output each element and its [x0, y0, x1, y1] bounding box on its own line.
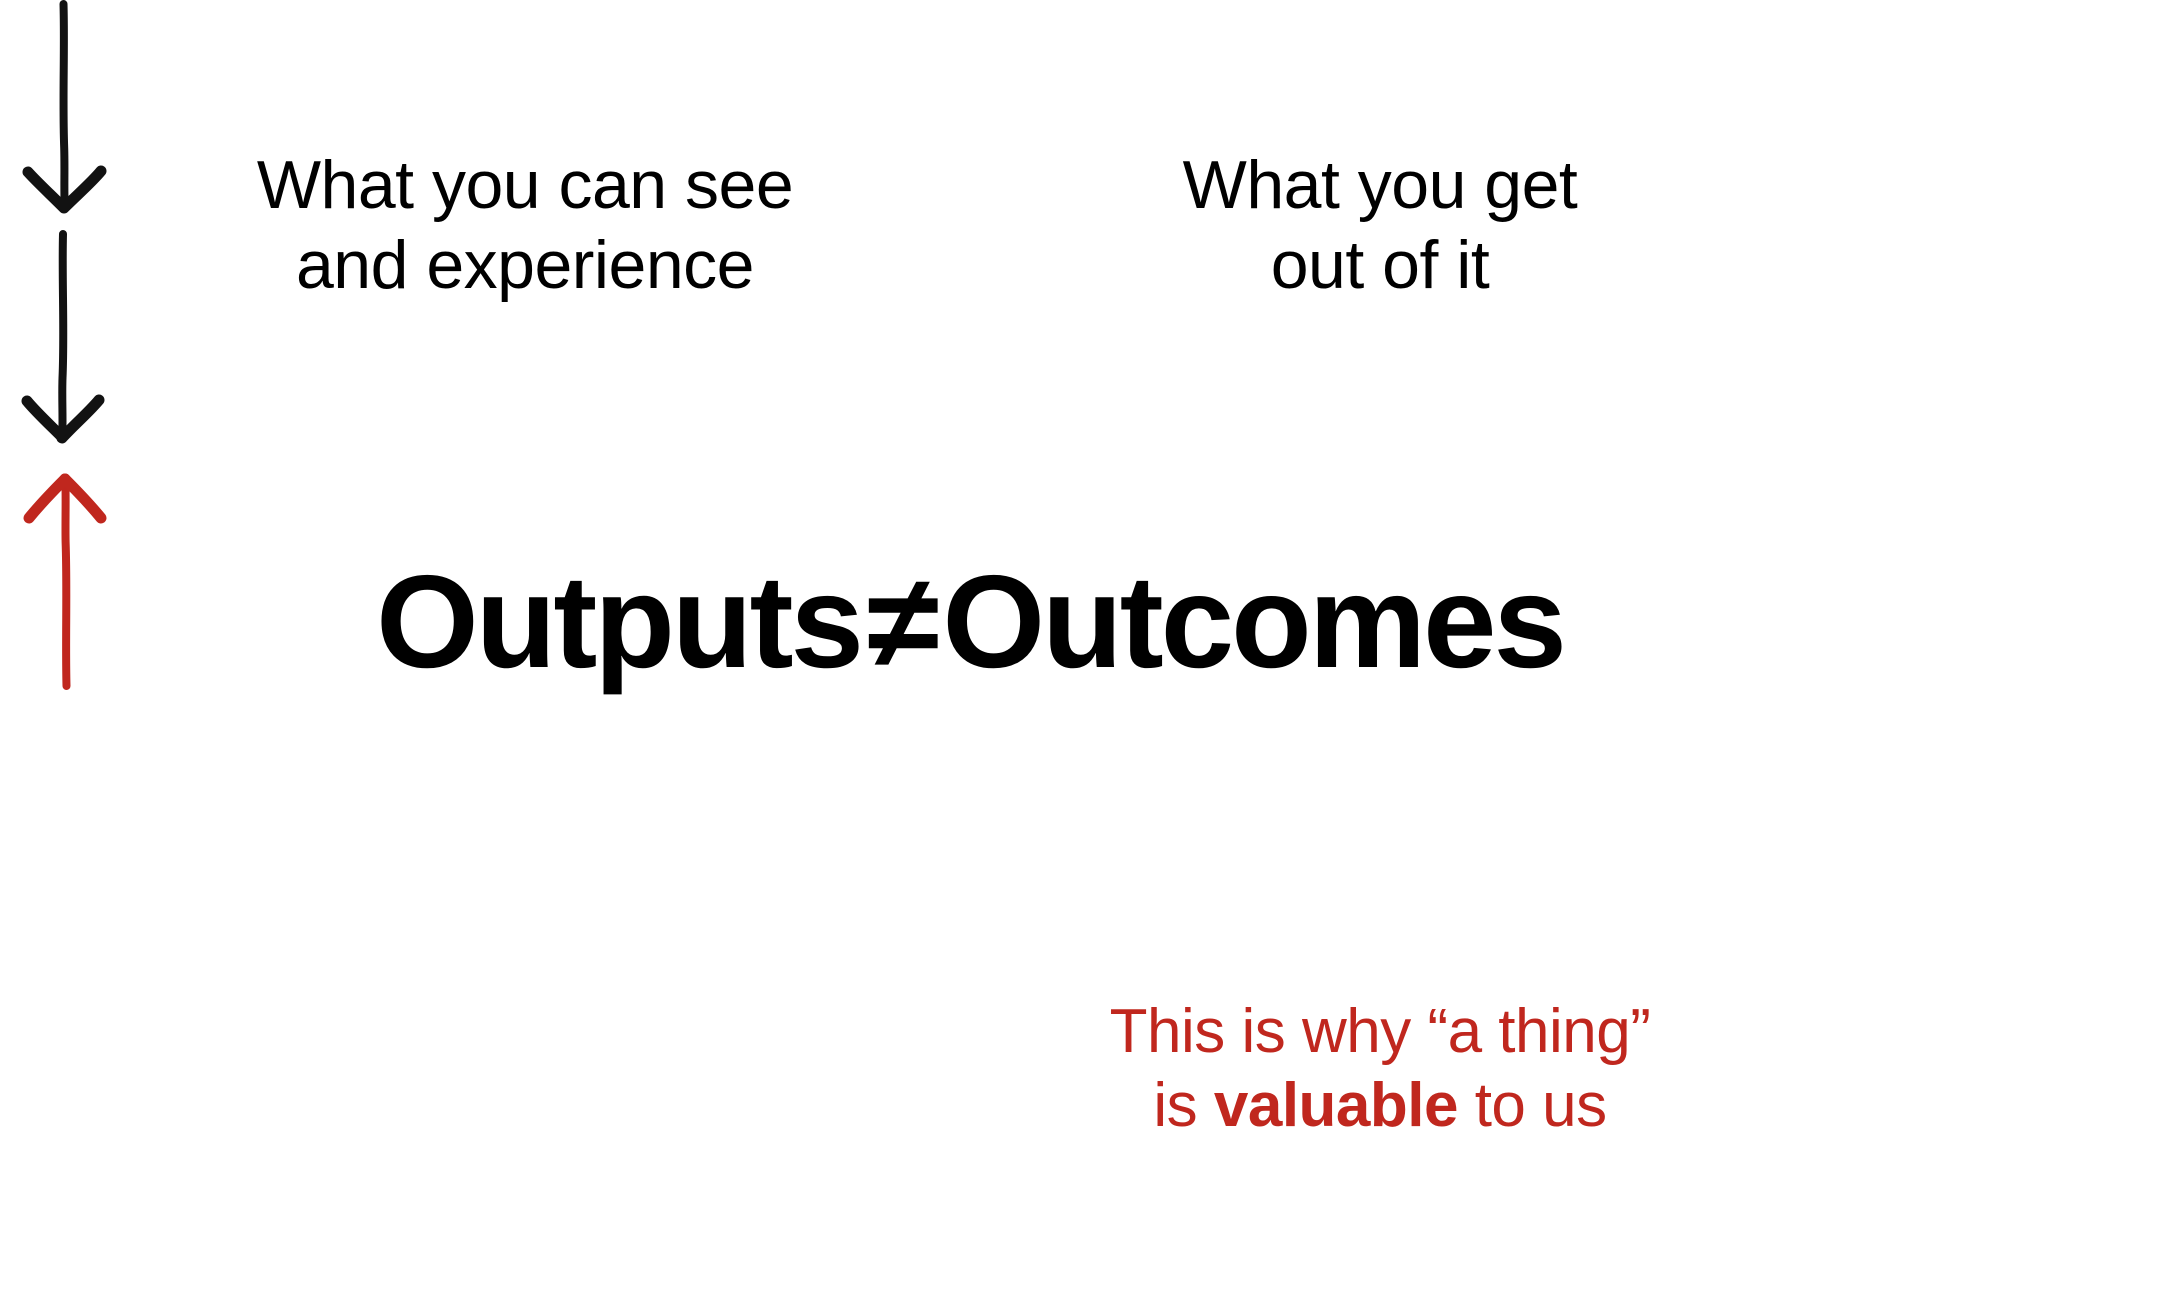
not-equal-symbol: ≠ — [866, 548, 939, 695]
caption-value-note-emphasis: valuable — [1213, 1071, 1459, 1141]
headline-word-outputs: Outputs — [376, 548, 864, 695]
caption-outcomes-description: What you get out of it — [1182, 147, 1578, 304]
arrow-down-icon — [21, 230, 105, 444]
caption-value-note-prefix: is — [1153, 1071, 1214, 1141]
caption-value-note: This is why “a thing” is valuable to us — [1010, 995, 1750, 1144]
arrow-down-to-outcomes — [0, 230, 130, 460]
headline-outputs-not-equal-outcomes: Outputs≠Outcomes — [0, 556, 1940, 688]
arrow-up-icon — [23, 473, 107, 690]
caption-value-note-line2: is valuable to us — [1010, 1069, 1750, 1143]
arrow-up-to-outcomes — [0, 460, 130, 690]
caption-value-note-suffix: to us — [1457, 1071, 1607, 1141]
headline-word-outcomes: Outcomes — [942, 548, 1566, 695]
caption-value-note-line1: This is why “a thing” — [1109, 997, 1651, 1066]
arrow-down-to-outputs — [0, 0, 130, 230]
caption-outputs-description: What you can see and experience — [256, 147, 794, 304]
arrow-down-icon — [22, 0, 107, 214]
